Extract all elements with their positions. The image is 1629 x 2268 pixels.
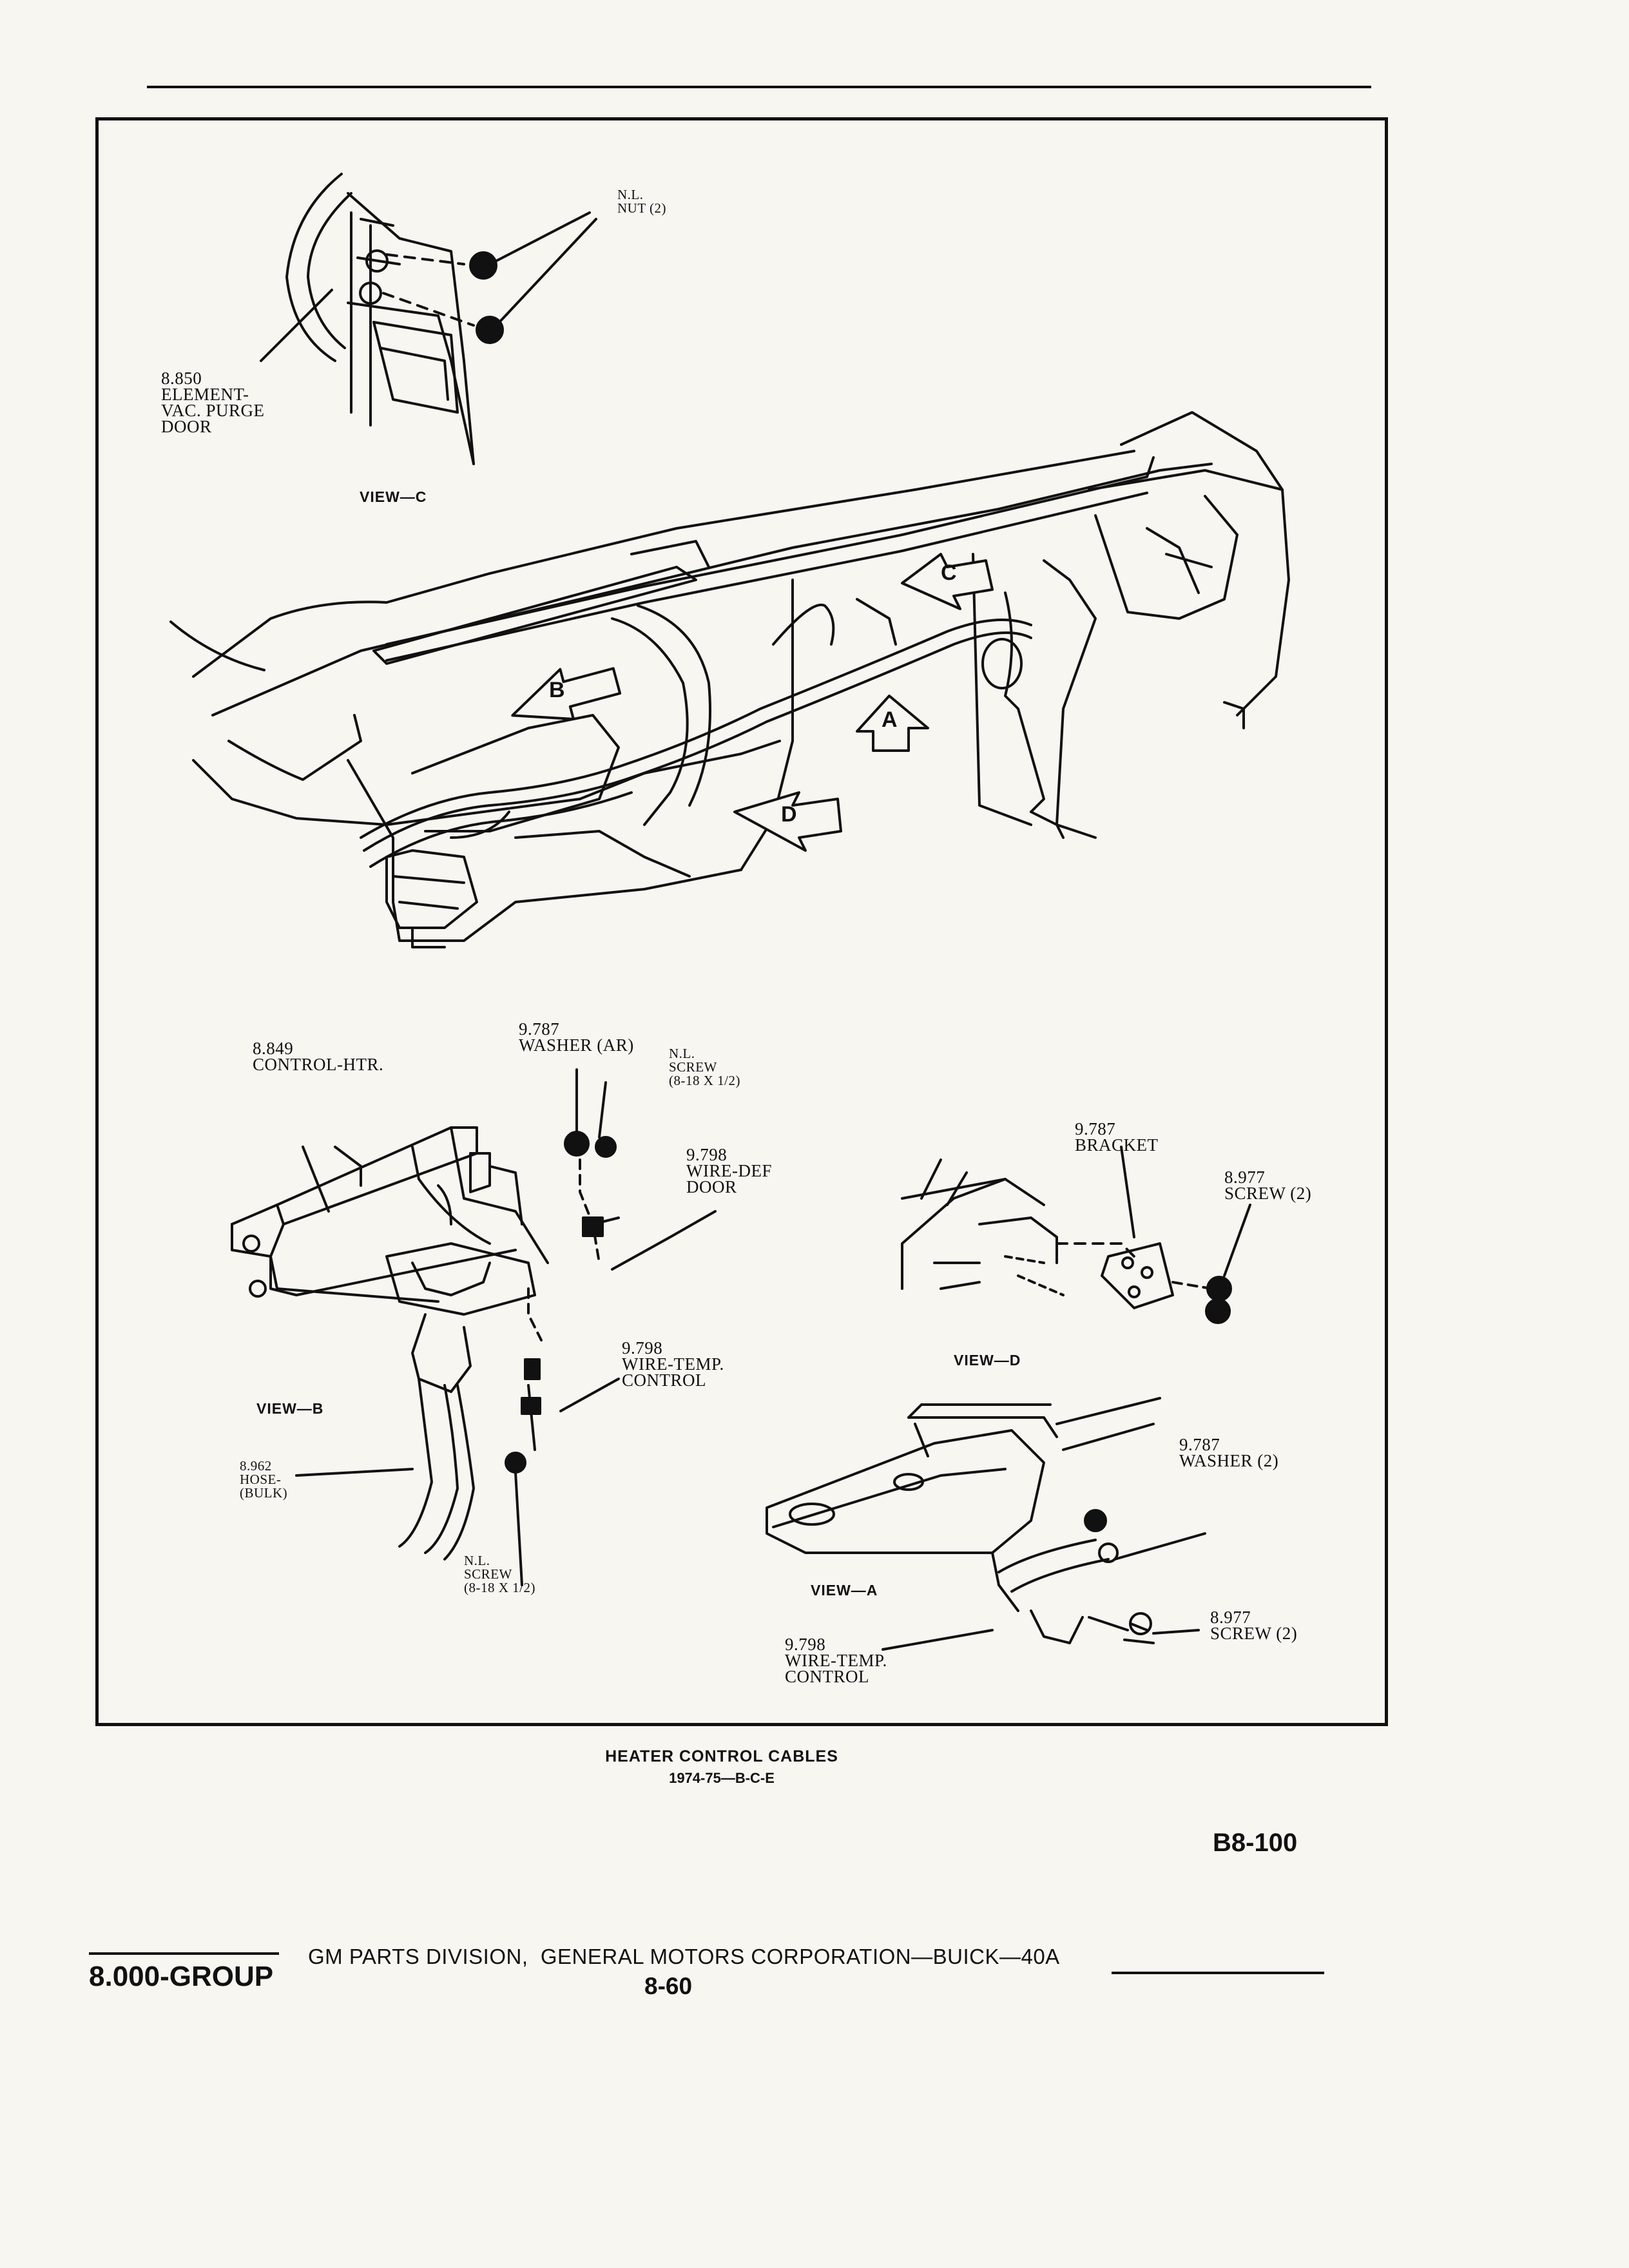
arrow-b-letter: B xyxy=(549,678,565,702)
view-d-drawing xyxy=(901,1146,1251,1324)
illustration-frame xyxy=(95,117,1388,1726)
label-washer-ar: 9.787 WASHER (AR) xyxy=(519,1019,634,1055)
label-screw-view-a: 8.977 SCREW (2) xyxy=(1210,1608,1298,1643)
label-nl-screw-top: N.L. SCREW (8-18 x 1/2) xyxy=(669,1046,740,1088)
arrow-c-letter: C xyxy=(941,561,957,585)
view-c-drawing xyxy=(260,173,597,465)
label-wire-def-door: 9.798 WIRE-DEF DOOR xyxy=(686,1145,772,1196)
label-bracket: 9.787 BRACKET xyxy=(1075,1119,1159,1155)
arrow-d-letter: D xyxy=(781,802,797,827)
label-control-htr: 8.849 CONTROL-HTR. xyxy=(253,1039,384,1074)
label-screw-view-d: 8.977 SCREW (2) xyxy=(1224,1168,1312,1203)
footer-group: 8.000-GROUP xyxy=(89,1961,274,1992)
label-nl-screw-bottom: N.L. SCREW (8-18 x 1/2) xyxy=(464,1553,535,1595)
label-wire-temp-control-a: 9.798 WIRE-TEMP. CONTROL xyxy=(785,1635,887,1686)
arrow-a-letter: A xyxy=(882,707,898,732)
label-wire-temp-control-b: 9.798 WIRE-TEMP. CONTROL xyxy=(622,1338,724,1390)
label-washer-2: 9.787 WASHER (2) xyxy=(1179,1435,1279,1470)
arrow-d-shape xyxy=(733,791,842,852)
label-element-vac-purge-door: 8.850 ELEMENT- VAC. PURGE DOOR xyxy=(161,369,265,436)
figure-caption-years: 1974-75—B-C-E xyxy=(669,1770,775,1786)
footer-rule-left xyxy=(89,1952,279,1955)
label-nl-nut: N.L. NUT (2) xyxy=(617,187,667,216)
view-b-label: VIEW—B xyxy=(256,1400,324,1417)
footer-rule-right xyxy=(1112,1972,1324,1974)
figure-caption-title: HEATER CONTROL CABLES xyxy=(605,1747,838,1765)
view-a-label: VIEW—A xyxy=(811,1582,878,1599)
figure-reference-code: B8-100 xyxy=(1213,1829,1298,1857)
footer-page-number: 8-60 xyxy=(644,1973,693,1999)
label-hose-bulk: 8.962 HOSE- (BULK) xyxy=(240,1458,288,1501)
view-d-label: VIEW—D xyxy=(954,1352,1021,1369)
arrow-a-shape xyxy=(856,695,929,752)
dashboard-assembly-drawing xyxy=(169,411,1290,948)
arrow-b-shape xyxy=(511,667,622,721)
view-b-drawing xyxy=(231,1068,717,1586)
header-rule xyxy=(147,86,1371,88)
view-c-label: VIEW—C xyxy=(360,488,427,505)
arrow-c-shape xyxy=(901,553,994,610)
footer-publisher: GM PARTS DIVISION, GENERAL MOTORS CORPOR… xyxy=(308,1945,1060,1968)
view-a-drawing xyxy=(766,1397,1206,1651)
